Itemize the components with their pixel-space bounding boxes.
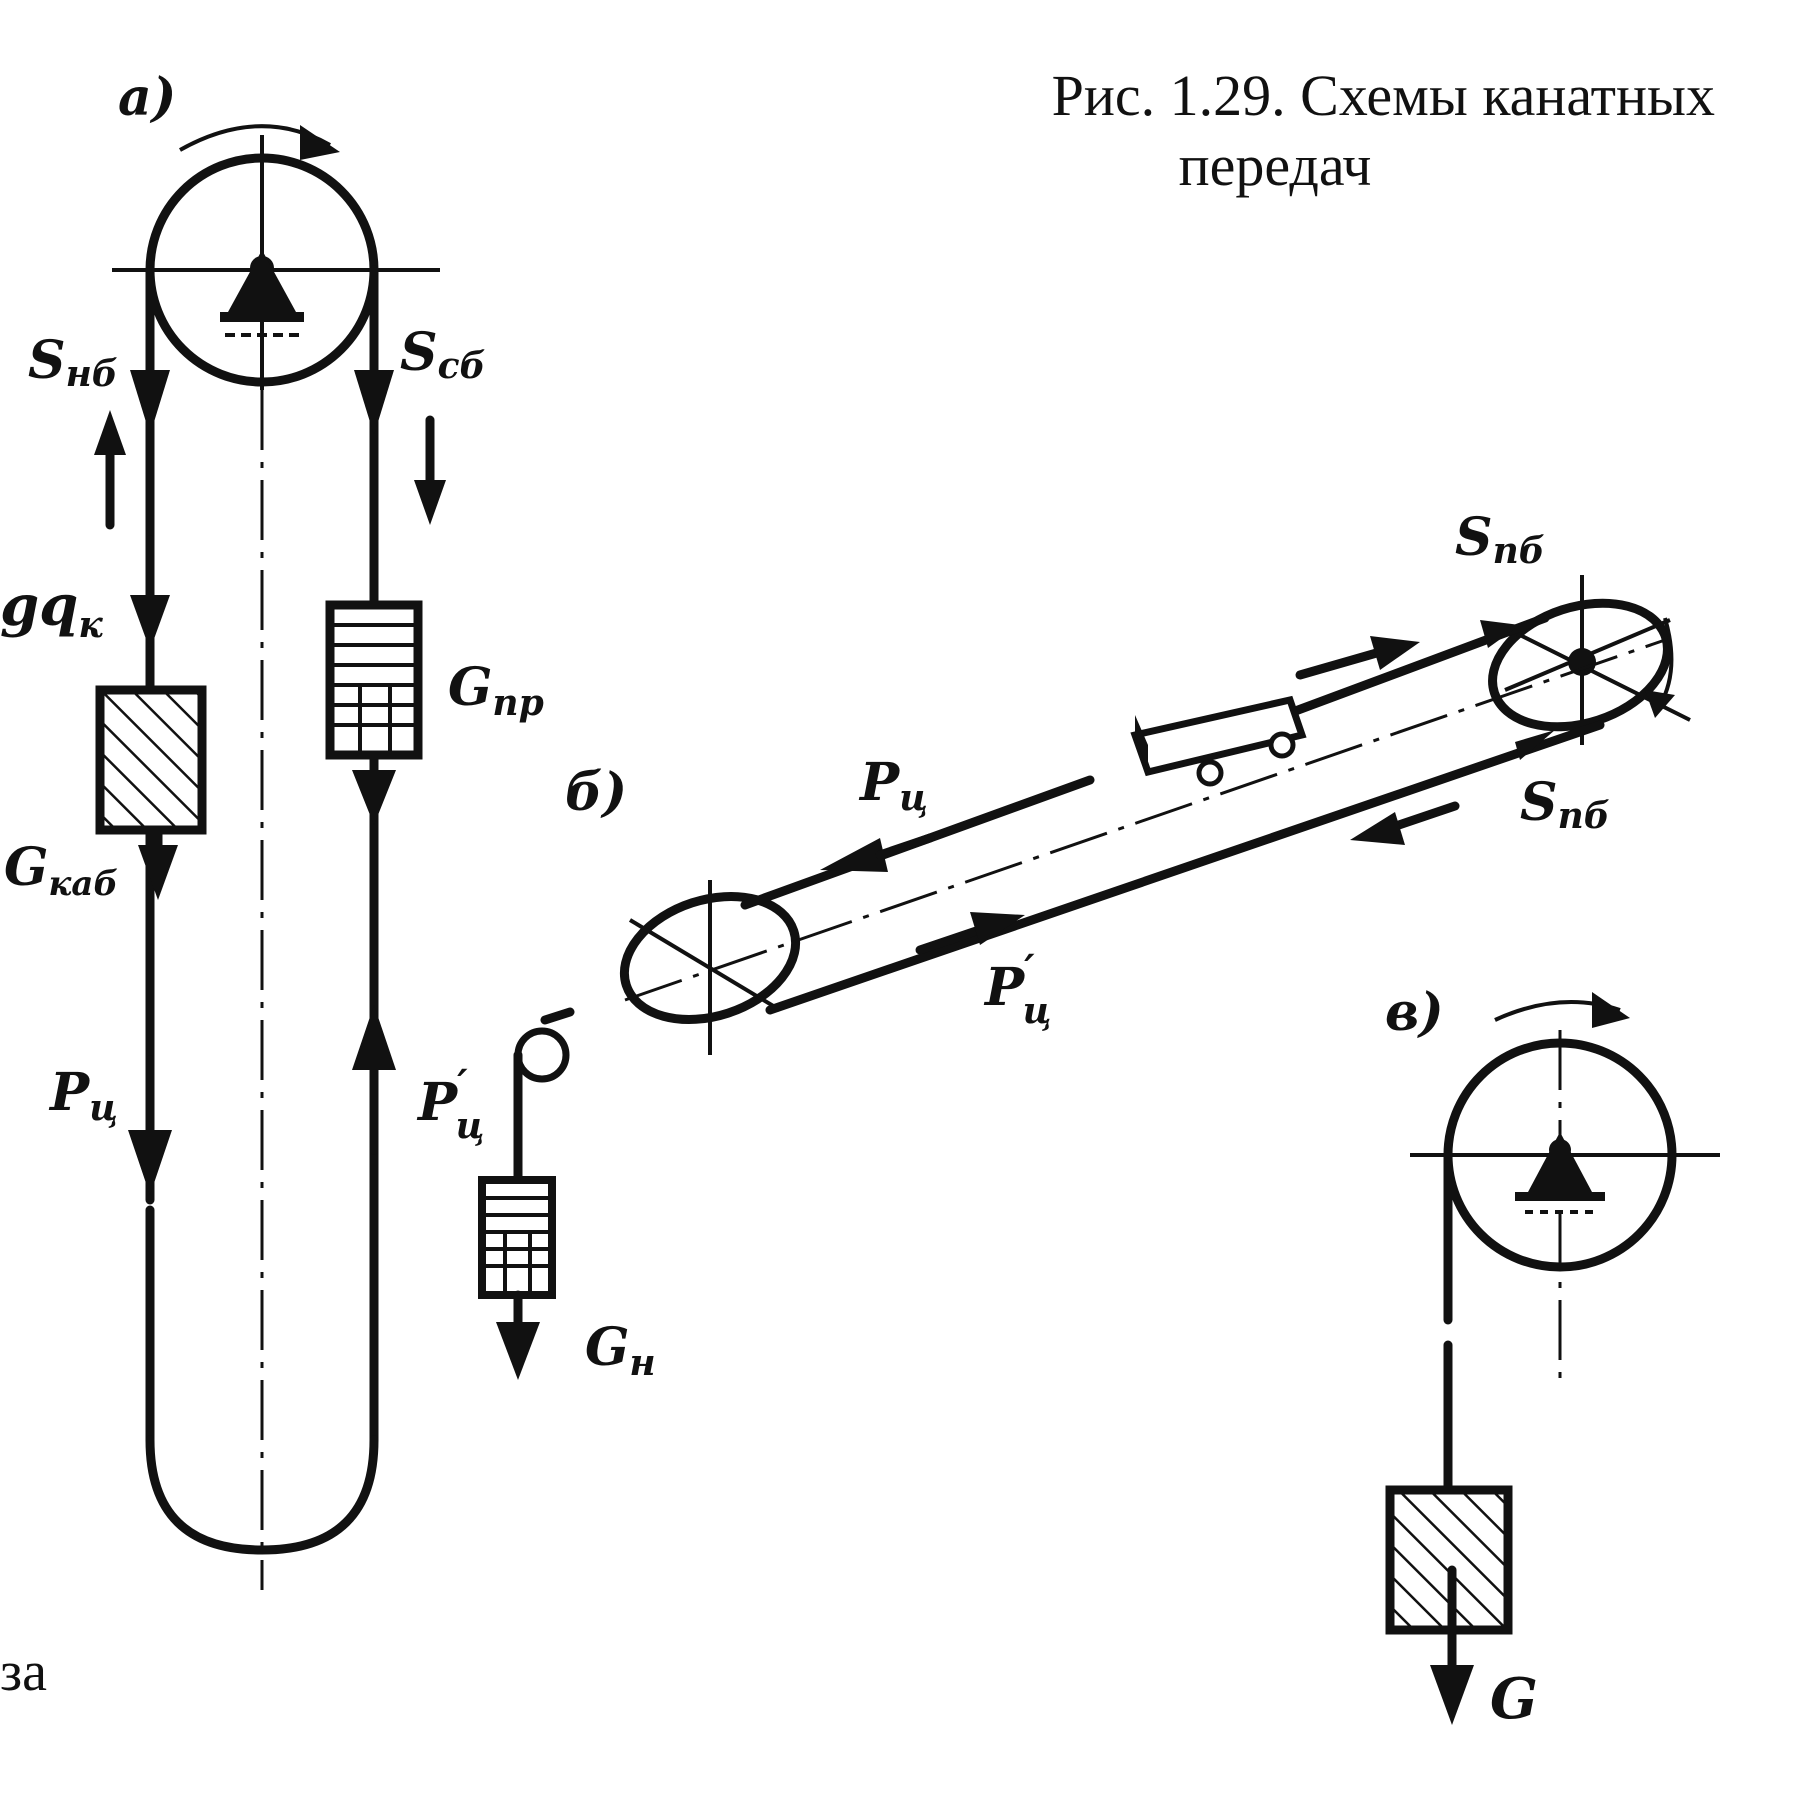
deflecting-roller [514,1027,570,1083]
rotation-arrowhead-v [1592,992,1630,1028]
label-gq: gqк [0,573,103,646]
arrow-p-c-a [128,1055,172,1195]
arrow-s-pb-top [1295,620,1520,680]
fragment-text: за [0,1641,47,1703]
panel-v: в) G [1385,982,1720,1732]
arrow-g-pr [352,770,396,825]
panel-b-axis [624,638,1666,1002]
figure-caption-line1: Рис. 1.29. Схемы канатных [1052,63,1715,128]
label-g-kab: Gкаб [4,837,118,904]
label-s-nb: Sнб [28,330,118,395]
label-g-n: Gн [585,1317,656,1384]
label-g-v: G [1490,1666,1538,1732]
counterweight-a [325,600,423,760]
pulley-b-right [1488,598,1672,732]
arrow-gq [130,595,170,650]
panel-a-tag: а) [118,67,176,128]
label-s-pb-bot: Sпб [1520,772,1610,837]
panel-v-tag: в) [1385,982,1444,1043]
figure-caption-line2: передач [1179,133,1372,198]
pulley-a-support [220,250,304,337]
rope-b-lower [765,720,1605,1015]
label-g-pr: Gпр [448,657,544,724]
arrow-s-pb-bot [1350,730,1555,845]
arrow-p-c-b [820,833,935,872]
pulley-v-support [1515,1132,1605,1214]
label-p-c2-b: P′ц [983,946,1052,1032]
arrow-up-left-a [94,410,126,530]
label-s-pb-top: Sпб [1455,507,1545,572]
label-p-c-a: Pц [48,1062,118,1129]
arrow-s-nb [130,370,170,435]
pulley-b-left-d [628,918,782,1012]
rotation-arrowhead-a [300,125,340,160]
cabin-a [95,685,207,835]
rope-b-to-roller [540,1007,575,1025]
arrow-g-v [1430,1565,1474,1725]
panel-b-tag: б) [565,762,627,823]
arrow-s-sb [354,370,394,435]
label-p-c-b: Pц [858,752,928,819]
arrow-p-c2-b [915,912,1025,955]
panel-a: а) [0,67,544,1590]
weight-g-n [478,1176,556,1299]
arrow-down-right-a [414,415,446,525]
label-s-sb: Sсб [400,322,485,387]
rope-loop-a [145,1435,379,1555]
label-p-c2-a: P′ц [416,1061,485,1147]
pulley-b-left [619,891,801,1025]
arrow-g-n [496,1290,540,1380]
arrow-p-c2-a [352,1005,396,1155]
panel-b: б) [478,507,1691,1384]
trolley-b [1130,695,1307,787]
pulley-b-right-hub [1568,648,1596,676]
rotation-arrowhead-b [1645,690,1675,718]
